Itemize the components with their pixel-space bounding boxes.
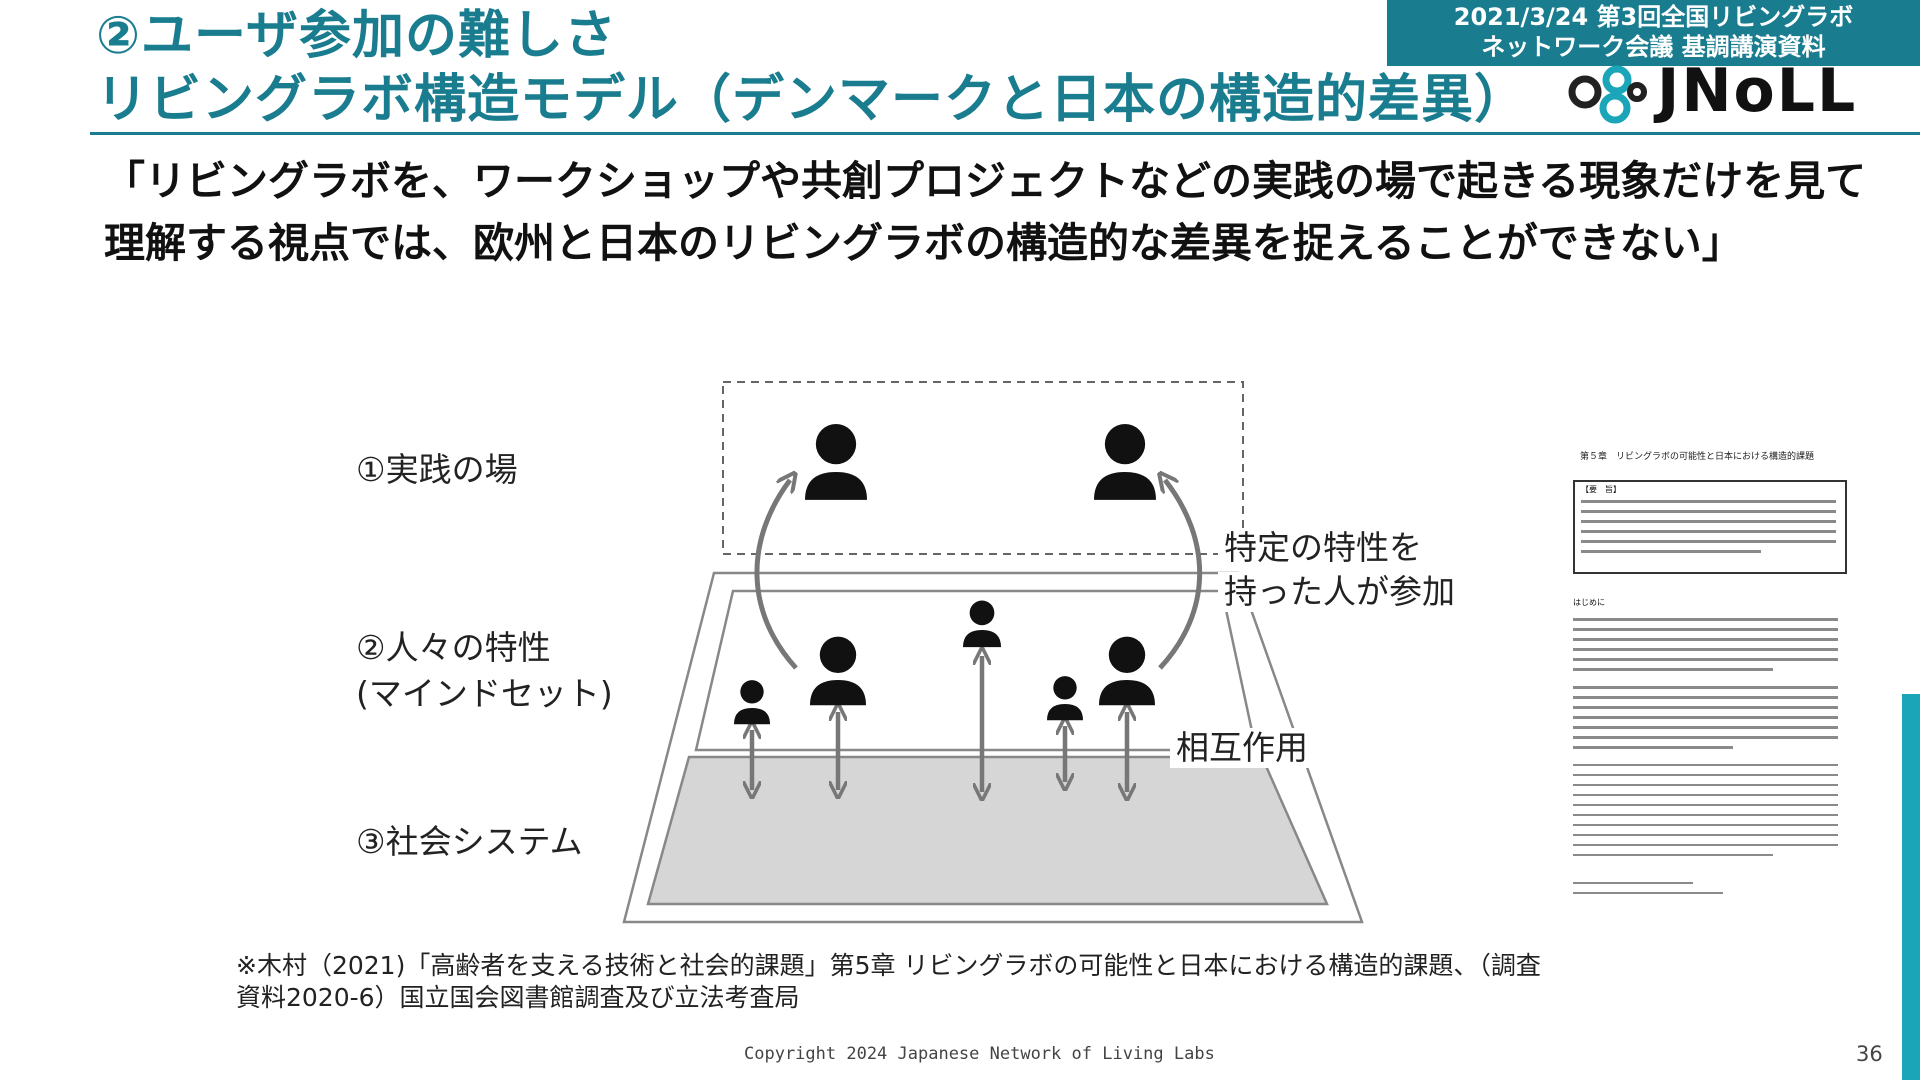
practice-field-box	[722, 381, 1244, 555]
text-line	[1573, 686, 1838, 689]
quote-line-1: 「リビングラボを、ワークショップや共創プロジェクトなどの実践の場で起きる現象だけ…	[104, 157, 1867, 205]
side-accent-bar	[1902, 694, 1920, 1080]
reference-document-thumbnail: 第５章 リビングラボの可能性と日本における構造的課題 【要 旨】 はじめに	[1555, 442, 1855, 922]
page-number: 36	[1856, 1042, 1883, 1066]
jnoll-logo: JNoLL	[1565, 56, 1915, 126]
text-line	[1573, 668, 1773, 671]
text-line	[1573, 706, 1838, 709]
text-line	[1573, 882, 1693, 884]
text-line	[1573, 716, 1838, 719]
annotation-participation-line-1: 特定の特性を	[1218, 528, 1461, 568]
label-people-characteristics: ②人々の特性	[356, 628, 551, 667]
thumbnail-abstract-box: 【要 旨】	[1573, 480, 1847, 574]
text-line	[1573, 794, 1838, 796]
copyright: Copyright 2024 Japanese Network of Livin…	[744, 1044, 1215, 1064]
thumbnail-title: 第５章 リビングラボの可能性と日本における構造的課題	[1580, 452, 1815, 462]
person-icon	[734, 680, 770, 725]
person-icon	[810, 636, 866, 706]
person-icon	[1094, 423, 1156, 500]
logo-mark-icon	[1568, 65, 1647, 124]
up-arrow-icon	[1160, 480, 1203, 670]
person-icon	[1099, 636, 1155, 706]
text-line	[1573, 726, 1838, 729]
text-line	[1573, 648, 1838, 651]
text-line	[1573, 736, 1838, 739]
person-icon	[805, 423, 867, 500]
text-line	[1573, 804, 1838, 806]
text-line	[1573, 746, 1733, 749]
text-line	[1581, 500, 1836, 503]
text-line	[1573, 814, 1838, 816]
logo-text: JNoLL	[1657, 56, 1858, 126]
label-social-system: ③社会システム	[356, 822, 583, 861]
text-line	[1581, 550, 1761, 553]
event-line-1: 2021/3/24 第3回全国リビングラボ	[1453, 3, 1854, 31]
annotation-participation: 特定の特性を 持った人が参加	[1218, 528, 1461, 612]
text-line	[1573, 854, 1773, 856]
text-line	[1573, 638, 1838, 641]
text-line	[1581, 540, 1836, 543]
text-line	[1573, 892, 1723, 894]
text-line	[1573, 774, 1838, 776]
text-line	[1573, 844, 1838, 846]
annotation-interaction: 相互作用	[1170, 728, 1314, 768]
text-line	[1581, 530, 1836, 533]
thumbnail-abstract-label: 【要 旨】	[1581, 485, 1621, 494]
text-line	[1581, 510, 1836, 513]
text-line	[1573, 696, 1838, 699]
text-line	[1573, 834, 1838, 836]
label-practice-field: ①実践の場	[356, 450, 518, 489]
annotation-participation-line-2: 持った人が参加	[1218, 572, 1461, 612]
footnote-line-1: ※木村（2021)「高齢者を支える技術と社会的課題」第5章 リビングラボの可能性…	[236, 951, 1541, 980]
source-footnote: ※木村（2021)「高齢者を支える技術と社会的課題」第5章 リビングラボの可能性…	[236, 950, 1541, 1014]
title-divider	[90, 132, 1920, 135]
text-line	[1573, 628, 1838, 631]
title-line-2: リビングラボ構造モデル（デンマークと日本の構造的差異）	[96, 70, 1528, 130]
thumbnail-intro-label: はじめに	[1573, 598, 1605, 607]
text-line	[1581, 520, 1836, 523]
text-line	[1573, 784, 1838, 786]
quote-line-2: 理解する視点では、欧州と日本のリビングラボの構造的な差異を捉えることができない」	[104, 219, 1743, 267]
text-line	[1573, 658, 1838, 661]
event-badge: 2021/3/24 第3回全国リビングラボ ネットワーク会議 基調講演資料	[1387, 0, 1920, 66]
label-mindset: (マインドセット)	[356, 674, 613, 713]
text-line	[1573, 824, 1838, 826]
person-icon	[1047, 676, 1083, 721]
text-line	[1573, 764, 1838, 766]
up-arrow-icon	[754, 480, 796, 670]
footnote-line-2: 資料2020-6）国立国会図書館調査及び立法考査局	[236, 983, 800, 1012]
title-line-1: ②ユーザ参加の難しさ	[96, 6, 617, 66]
slide-title: ②ユーザ参加の難しさ リビングラボ構造モデル（デンマークと日本の構造的差異）	[96, 4, 1527, 132]
event-line-2: ネットワーク会議 基調講演資料	[1481, 33, 1826, 61]
text-line	[1573, 618, 1838, 621]
key-quote: 「リビングラボを、ワークショップや共創プロジェクトなどの実践の場で起きる現象だけ…	[104, 150, 1866, 274]
person-icon	[963, 600, 1001, 648]
